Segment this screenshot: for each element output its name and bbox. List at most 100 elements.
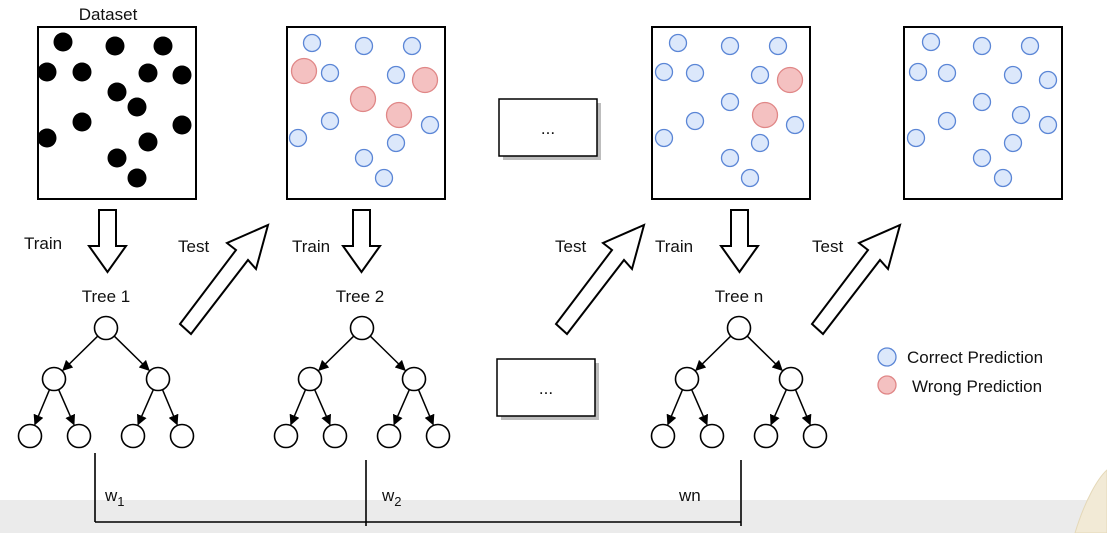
correct-prediction-point bbox=[354, 36, 374, 56]
correct-prediction-point bbox=[374, 168, 394, 188]
correct-prediction-point bbox=[320, 63, 340, 83]
tree-node bbox=[376, 423, 402, 449]
data-point bbox=[138, 63, 158, 83]
weight-label-1: w1 bbox=[104, 486, 125, 509]
tree-edge bbox=[113, 335, 150, 371]
weight-1-base: w bbox=[104, 486, 118, 505]
tree-node bbox=[753, 423, 779, 449]
tree-edge bbox=[57, 389, 75, 426]
tree-node bbox=[778, 366, 804, 392]
train-arrow-n bbox=[719, 209, 760, 274]
tree-node bbox=[401, 366, 427, 392]
tree-node bbox=[650, 423, 676, 449]
tree-node bbox=[802, 423, 828, 449]
tree-node bbox=[674, 366, 700, 392]
tree-label-n: Tree n bbox=[715, 287, 764, 306]
correct-prediction-point bbox=[720, 148, 740, 168]
correct-prediction-point bbox=[720, 36, 740, 56]
wrong-prediction-point bbox=[776, 66, 804, 94]
correct-prediction-point bbox=[921, 32, 941, 52]
train-arrow-1 bbox=[87, 209, 128, 274]
legend-correct-swatch bbox=[877, 347, 897, 367]
wrong-prediction-point bbox=[290, 57, 318, 85]
correct-prediction-point bbox=[1003, 65, 1023, 85]
correct-prediction-point bbox=[768, 36, 788, 56]
correct-prediction-point bbox=[302, 33, 322, 53]
test-arrow-n bbox=[810, 223, 902, 336]
tree-edge bbox=[770, 389, 788, 426]
test-label-2: Test bbox=[555, 237, 586, 256]
test-label-n: Test bbox=[812, 237, 843, 256]
weight-1-sub: 1 bbox=[117, 494, 124, 509]
footer-band bbox=[0, 500, 1107, 533]
tree-node bbox=[273, 423, 299, 449]
tree-layer bbox=[17, 315, 828, 449]
decision-tree bbox=[650, 315, 828, 449]
weight-label-2: w2 bbox=[381, 486, 402, 509]
correct-prediction-point bbox=[750, 133, 770, 153]
legend-wrong-label: Wrong Prediction bbox=[912, 377, 1042, 396]
data-point bbox=[37, 128, 57, 148]
train-label-2: Train bbox=[292, 237, 330, 256]
prediction-box-3 bbox=[903, 26, 1063, 200]
dot-layer bbox=[37, 32, 1058, 188]
decision-tree bbox=[273, 315, 451, 449]
correct-prediction-point bbox=[1020, 36, 1040, 56]
weight-2-base: w bbox=[381, 486, 395, 505]
data-point bbox=[138, 132, 158, 152]
tree-edge bbox=[666, 389, 684, 426]
tree-node bbox=[169, 423, 195, 449]
correct-prediction-point bbox=[320, 111, 340, 131]
correct-prediction-point bbox=[654, 128, 674, 148]
correct-prediction-point bbox=[402, 36, 422, 56]
wrong-prediction-point bbox=[349, 85, 377, 113]
correct-prediction-point bbox=[972, 36, 992, 56]
correct-prediction-point bbox=[288, 128, 308, 148]
tree-root-node bbox=[726, 315, 752, 341]
tree-edge bbox=[289, 389, 307, 426]
tree-edge bbox=[794, 389, 812, 426]
dataset-label: Dataset bbox=[79, 5, 138, 24]
tree-edge bbox=[161, 389, 179, 426]
data-point bbox=[72, 62, 92, 82]
correct-prediction-point bbox=[386, 65, 406, 85]
train-label-n: Train bbox=[655, 237, 693, 256]
data-point bbox=[37, 62, 57, 82]
train-arrow-2 bbox=[341, 209, 382, 274]
tree-edge bbox=[369, 335, 406, 371]
tree-edge bbox=[393, 389, 411, 426]
data-point bbox=[53, 32, 73, 52]
correct-prediction-point bbox=[908, 62, 928, 82]
correct-prediction-point bbox=[740, 168, 760, 188]
ellipsis-text-top: ... bbox=[541, 119, 555, 138]
weight-2-sub: 2 bbox=[394, 494, 401, 509]
tree-edge bbox=[318, 335, 355, 371]
correct-prediction-point bbox=[972, 148, 992, 168]
data-point bbox=[172, 115, 192, 135]
data-point bbox=[172, 65, 192, 85]
weight-label-n: wn bbox=[678, 486, 701, 505]
correct-prediction-point bbox=[937, 63, 957, 83]
correct-prediction-point bbox=[937, 111, 957, 131]
tree-edge bbox=[33, 389, 51, 426]
wrong-prediction-point bbox=[411, 66, 439, 94]
correct-prediction-point bbox=[1011, 105, 1031, 125]
data-point bbox=[127, 97, 147, 117]
test-arrow-2 bbox=[554, 223, 646, 336]
tree-edge bbox=[417, 389, 435, 426]
correct-prediction-point bbox=[1003, 133, 1023, 153]
data-point bbox=[107, 148, 127, 168]
wrong-prediction-point bbox=[385, 101, 413, 129]
correct-prediction-point bbox=[993, 168, 1013, 188]
correct-prediction-point bbox=[668, 33, 688, 53]
tree-node bbox=[297, 366, 323, 392]
decision-tree bbox=[17, 315, 195, 449]
tree-edge bbox=[695, 335, 732, 371]
tree-edge bbox=[690, 389, 708, 426]
correct-prediction-point bbox=[720, 92, 740, 112]
data-point bbox=[127, 168, 147, 188]
tree-root-node bbox=[93, 315, 119, 341]
data-point bbox=[72, 112, 92, 132]
correct-prediction-point bbox=[354, 148, 374, 168]
